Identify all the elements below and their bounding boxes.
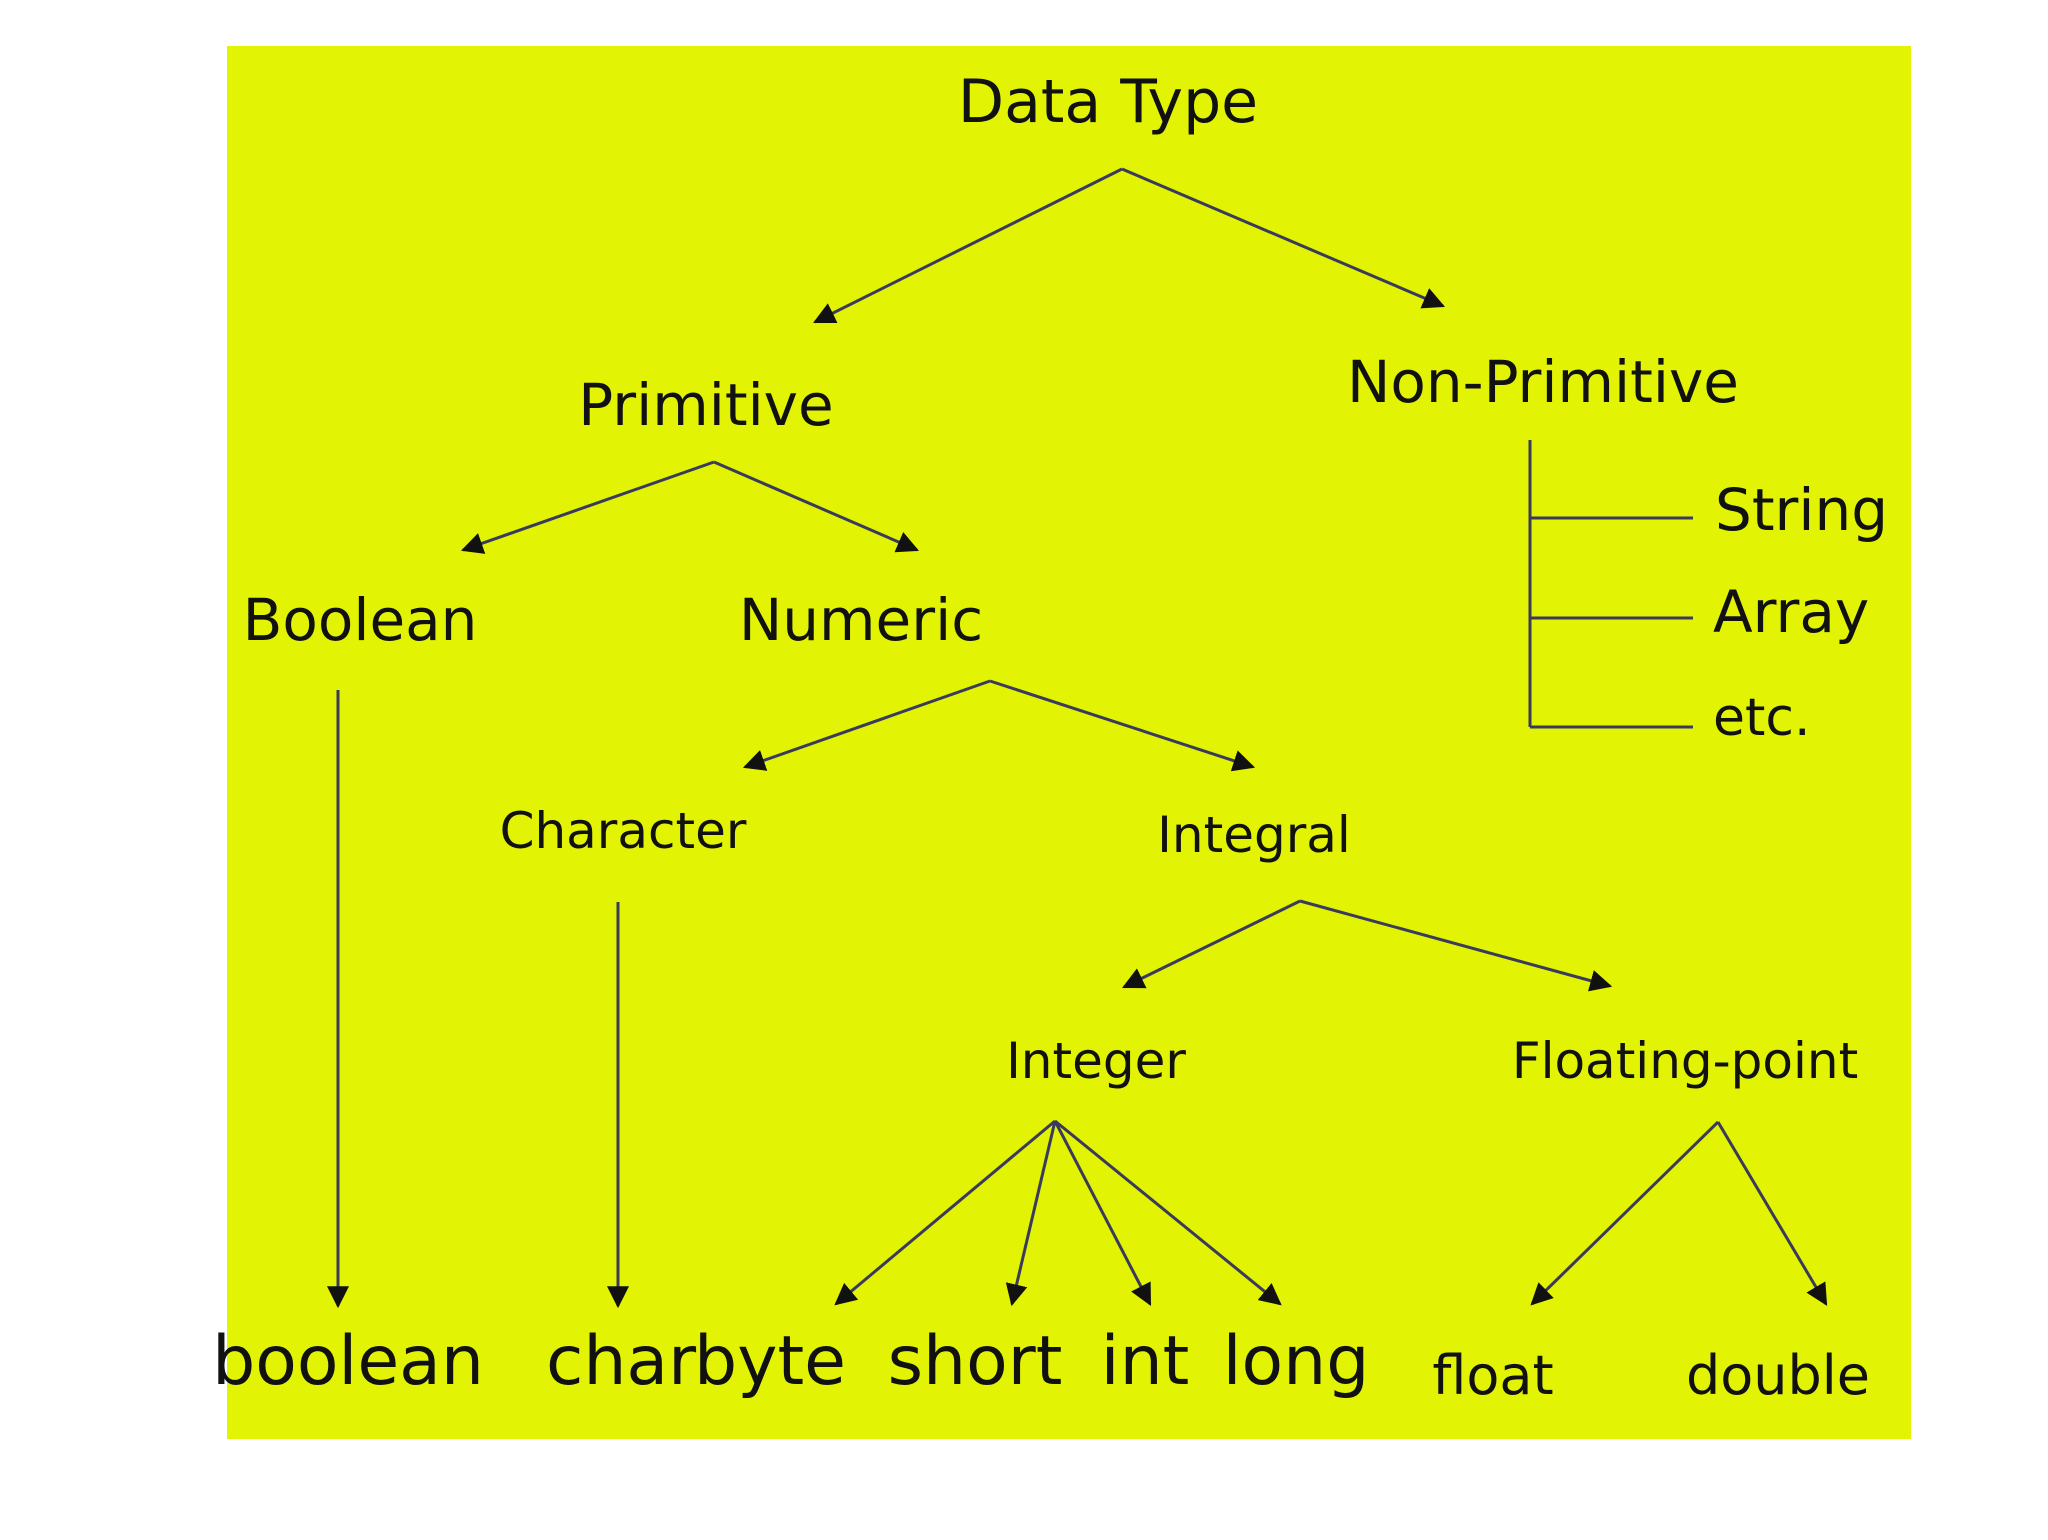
panel-background — [227, 46, 1911, 1439]
arrow-datatype-to-primitive — [813, 167, 1123, 324]
arrow-floatingpoint-to-double — [1716, 1121, 1828, 1306]
leaf-boolean: boolean — [212, 1322, 484, 1401]
node-etc: etc. — [1713, 688, 1811, 748]
node-primitive: Primitive — [578, 371, 833, 439]
arrow-integral-to-integer — [1122, 899, 1301, 989]
diagram-edges — [327, 167, 1828, 1309]
node-array: Array — [1713, 578, 1869, 646]
leaf-long: long — [1223, 1322, 1370, 1401]
node-data-type: Data Type — [958, 67, 1258, 137]
node-integer: Integer — [1006, 1032, 1186, 1090]
arrow-integer-to-int — [1053, 1120, 1152, 1306]
arrow-primitive-to-numeric — [713, 460, 920, 553]
node-non-primitive: Non-Primitive — [1347, 348, 1739, 416]
arrow-numeric-to-integral — [989, 679, 1256, 772]
arrow-numeric-to-character — [742, 679, 991, 771]
leaf-int: int — [1101, 1322, 1190, 1401]
arrow-integer-to-long — [1054, 1119, 1282, 1306]
leaf-float: float — [1432, 1344, 1553, 1407]
leaf-byte: byte — [694, 1322, 846, 1401]
leaf-short: short — [888, 1322, 1063, 1401]
node-integral: Integral — [1157, 806, 1351, 864]
node-character: Character — [500, 802, 747, 860]
arrow-integer-to-byte — [834, 1119, 1056, 1306]
node-boolean-category: Boolean — [243, 586, 478, 654]
node-numeric: Numeric — [739, 586, 983, 654]
arrow-primitive-to-boolean — [460, 460, 715, 554]
arrow-floatingpoint-to-float — [1530, 1120, 1720, 1306]
node-string: String — [1715, 476, 1888, 544]
arrow-integral-to-floatingpoint — [1299, 899, 1613, 992]
arrow-integer-to-short — [1005, 1120, 1057, 1307]
arrow-datatype-to-nonprimitive — [1121, 167, 1446, 309]
leaf-double: double — [1686, 1344, 1870, 1407]
node-floating-point: Floating-point — [1512, 1032, 1858, 1090]
leaf-char: char — [546, 1322, 696, 1401]
diagram-labels: Data Type Primitive Non-Primitive Boolea… — [212, 67, 1888, 1407]
